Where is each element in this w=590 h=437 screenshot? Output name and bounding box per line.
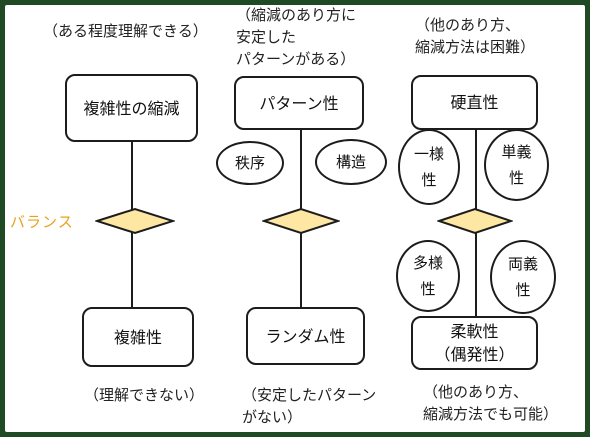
column-3-top-box: 硬直性: [411, 75, 538, 130]
column-1-top-box: 複雑性の縮減: [65, 74, 198, 142]
column-3-bottom-box: 柔軟性 （偶発性）: [411, 316, 538, 370]
column-2-top-box: パターン性: [234, 76, 364, 130]
column-3-ellipse-univocality: 単義 性: [484, 129, 549, 201]
column-3-ellipse-ambiguity: 両義 性: [490, 240, 556, 314]
column-1-bottom-box: 複雑性: [82, 307, 194, 367]
column-3-ellipse-diversity: 多様 性: [396, 240, 460, 312]
column-2-ellipse-order: 秩序: [216, 141, 284, 185]
column-2-top-note: （縮減のあり方に 安定した パターンがある）: [236, 6, 357, 68]
balance-diamond-1: [95, 207, 175, 235]
column-3-top-note: （他のあり方、 縮減方法は困難）: [415, 16, 536, 56]
column-1-bottom-note: （理解できない）: [84, 386, 205, 404]
balance-diamond-3: [437, 207, 513, 235]
column-1-top-note: （ある程度理解できる）: [43, 22, 208, 40]
balance-label: バランス: [10, 213, 74, 231]
column-2-ellipse-structure: 構造: [315, 139, 387, 185]
column-2-bottom-note: （安定したパターン がない）: [242, 386, 377, 426]
column-3-bottom-note: （他のあり方、 縮減方法でも可能）: [423, 383, 559, 423]
column-2-bottom-box: ランダム性: [246, 307, 365, 365]
column-3-ellipse-uniformity: 一様 性: [398, 129, 460, 205]
balance-diamond-2: [262, 207, 340, 235]
